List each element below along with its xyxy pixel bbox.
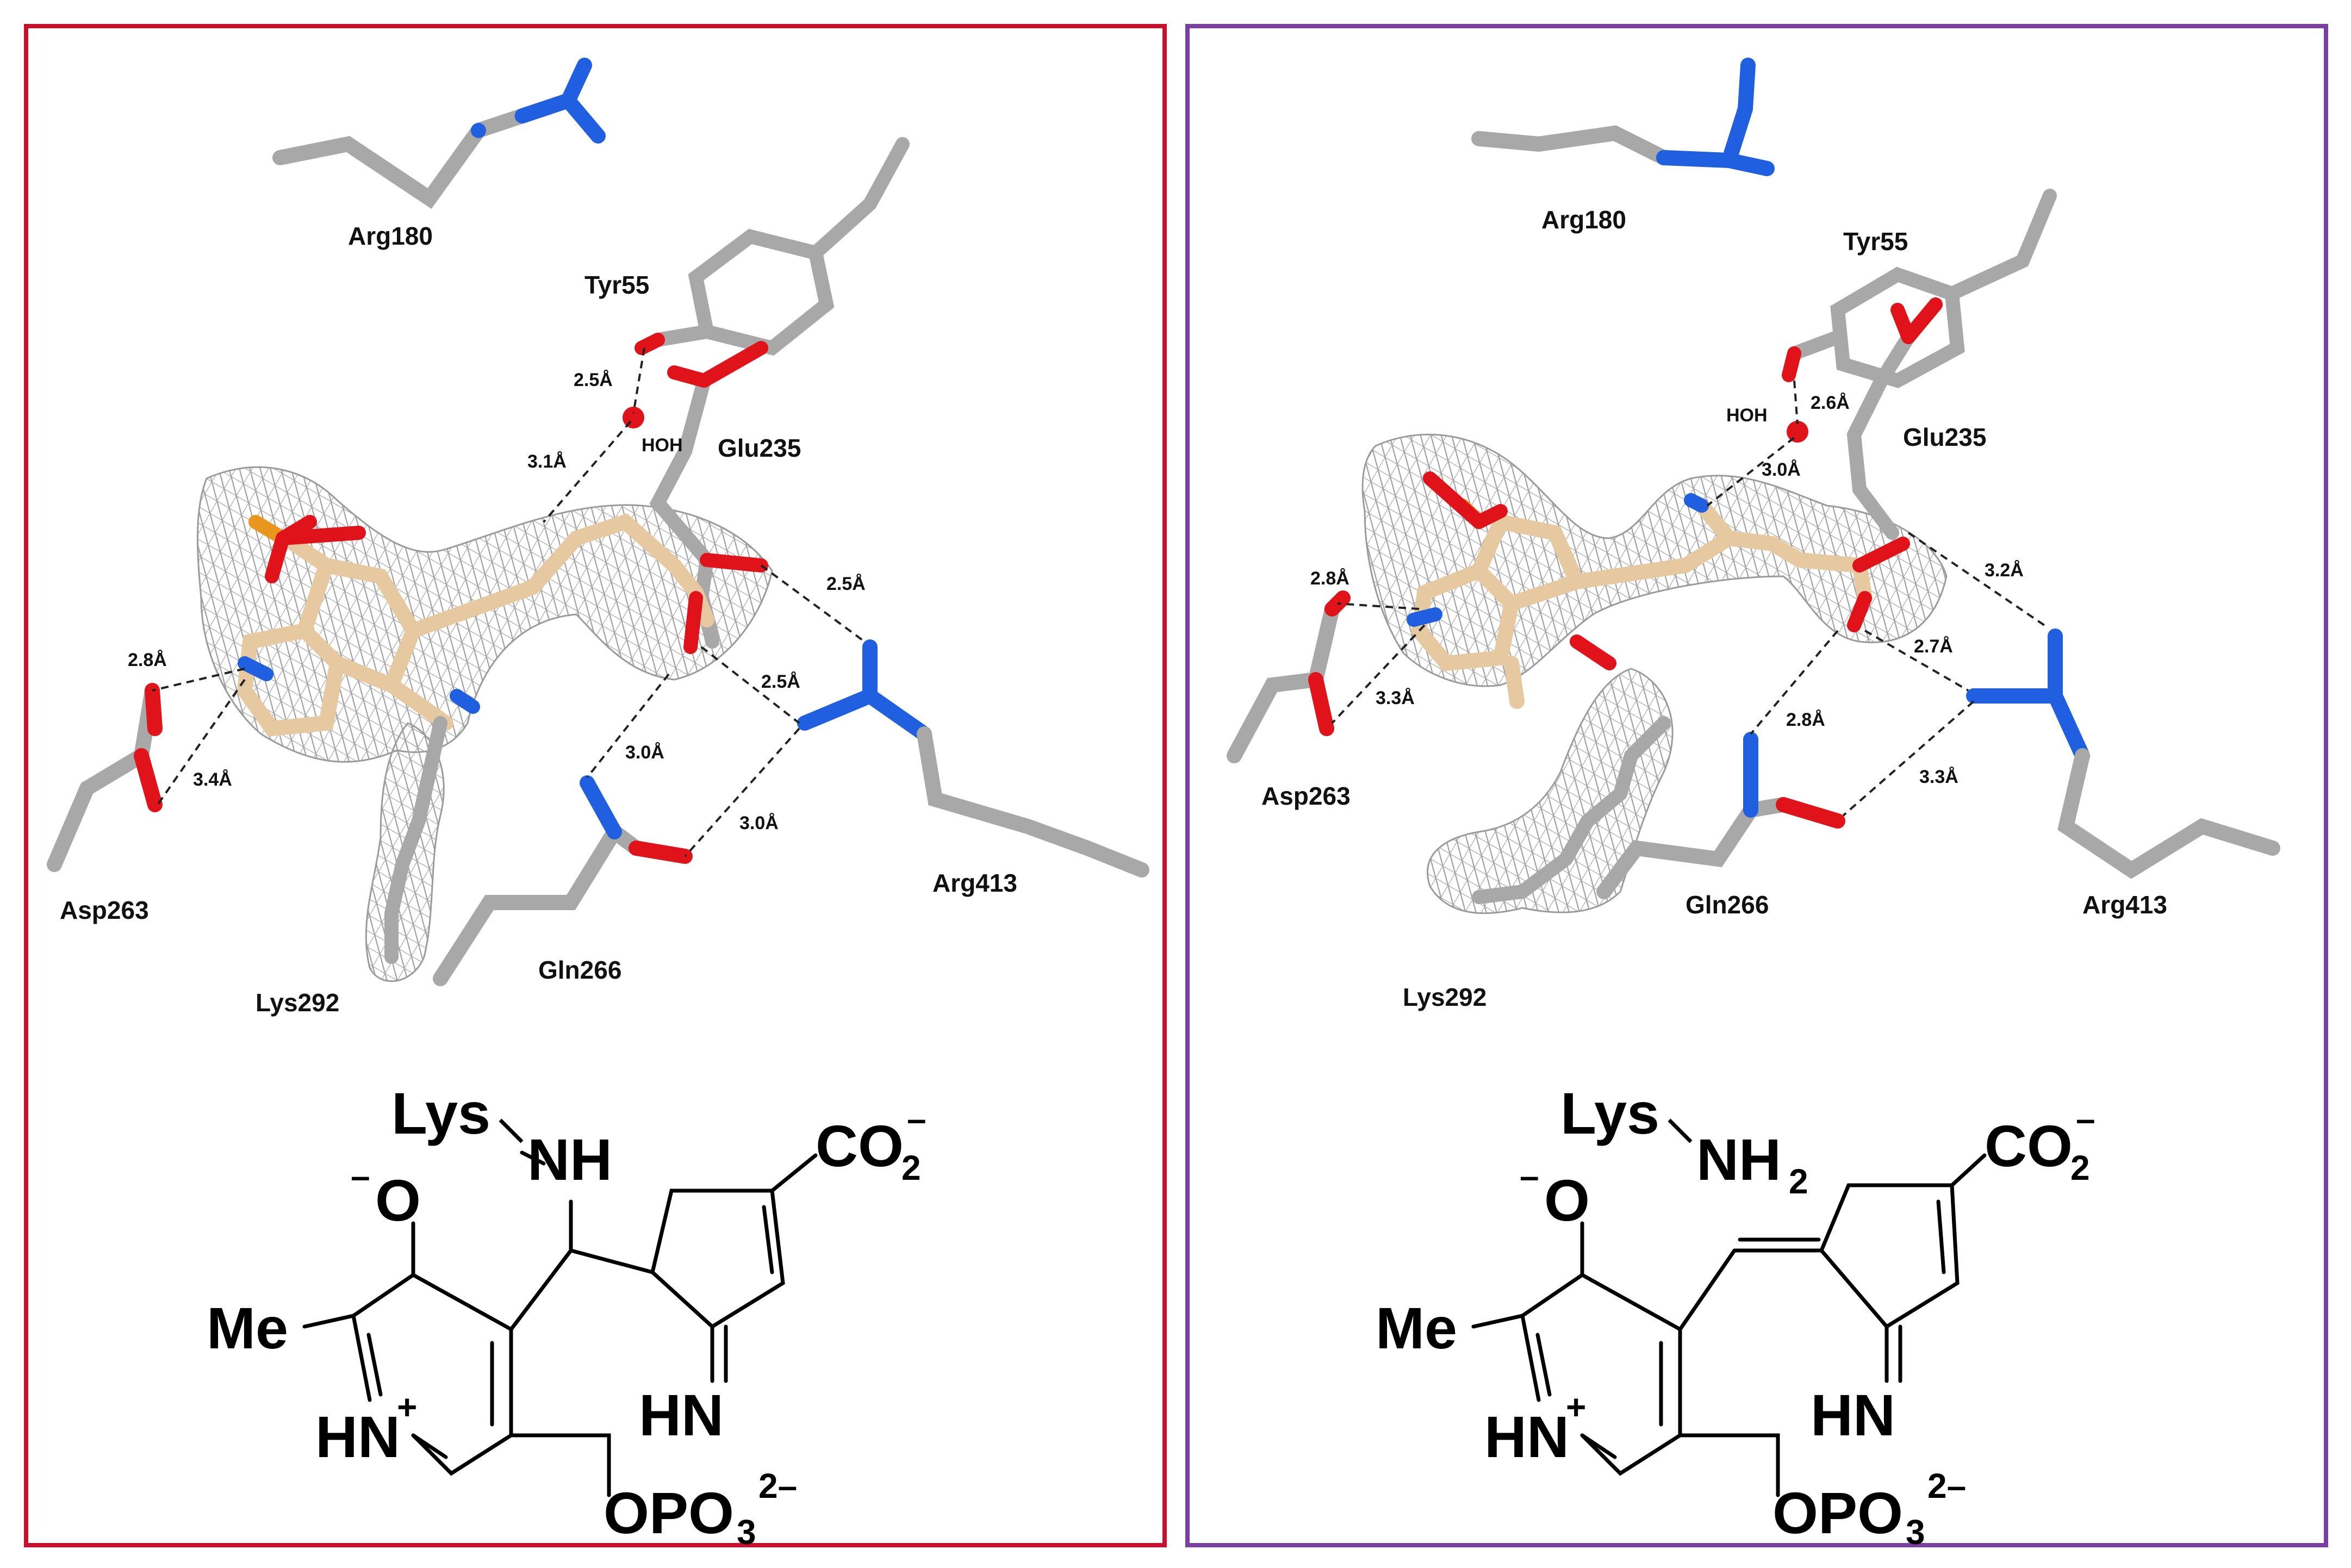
left-label-glu235: Glu235 bbox=[718, 434, 801, 462]
right-asp263-sticks bbox=[1227, 590, 1351, 763]
left-chem-opo3-charge: 2– bbox=[758, 1466, 797, 1505]
left-chem-lys: Lys bbox=[391, 1080, 490, 1146]
right-dist-asp-a: 2.8Å bbox=[1310, 568, 1349, 589]
left-dist-tyr-hoh: 2.5Å bbox=[574, 370, 613, 390]
right-chem-o: O bbox=[1544, 1167, 1590, 1233]
right-dist-tyr-hoh: 2.6Å bbox=[1811, 393, 1850, 413]
right-arg180-sticks bbox=[1471, 58, 1775, 176]
right-chem-co2-sub: 2 bbox=[2070, 1148, 2090, 1187]
left-label-asp263: Asp263 bbox=[60, 896, 149, 924]
left-stick-model bbox=[47, 58, 1149, 986]
right-structure-bonds bbox=[1471, 1153, 1987, 1497]
right-label-arg180: Arg180 bbox=[1541, 206, 1626, 234]
left-dist-asp-b: 3.4Å bbox=[193, 769, 232, 790]
right-chem-co2-charge: – bbox=[2076, 1099, 2095, 1138]
right-water-oxygen bbox=[1787, 421, 1808, 443]
right-chem-opo3-charge: 2– bbox=[1927, 1466, 1966, 1505]
left-chem-nh: NH bbox=[527, 1127, 612, 1192]
left-chem-plus: + bbox=[397, 1387, 417, 1427]
right-glu235-sticks bbox=[1846, 297, 1943, 540]
left-asp263-sticks bbox=[47, 683, 163, 872]
right-label-gln266: Gln266 bbox=[1685, 891, 1769, 919]
left-chem-o: O bbox=[375, 1167, 421, 1233]
right-dist-glu-arg: 3.2Å bbox=[1985, 560, 2024, 581]
right-chem-hn-imine: HN bbox=[1811, 1382, 1895, 1448]
left-distance-labels: 2.5Å 3.1Å 2.8Å 3.4Å 2.5Å 2.5Å 3.0Å 3.0Å bbox=[128, 370, 866, 833]
left-hydrogen-bonds bbox=[152, 347, 866, 857]
left-ligand-sticks bbox=[237, 513, 714, 737]
right-chem-o-charge: – bbox=[1520, 1156, 1539, 1196]
left-dist-carboxylate-arg: 2.5Å bbox=[761, 671, 800, 692]
left-label-tyr55: Tyr55 bbox=[584, 271, 649, 299]
right-tyr55-sticks bbox=[1782, 189, 2057, 389]
right-dist-gln-a: 2.8Å bbox=[1786, 710, 1825, 730]
right-label-arg413: Arg413 bbox=[2082, 891, 2167, 919]
left-chem-me: Me bbox=[207, 1295, 288, 1361]
right-hydrogen-bonds bbox=[1331, 380, 2045, 817]
right-chem-nh2-sub: 2 bbox=[1789, 1162, 1808, 1201]
left-label-lys292: Lys292 bbox=[256, 988, 339, 1017]
left-chem-opo3: OPO bbox=[604, 1480, 734, 1546]
right-chem-co2: CO bbox=[1985, 1113, 2073, 1179]
left-chem-co2: CO bbox=[816, 1113, 904, 1179]
right-residue-labels: Arg180 Tyr55 Glu235 HOH Asp263 Lys292 Gl… bbox=[1261, 206, 2167, 1011]
right-panel: Arg180 Tyr55 Glu235 HOH Asp263 Lys292 Gl… bbox=[1185, 24, 2328, 1552]
right-panel-frame bbox=[1185, 24, 2328, 1547]
left-chem-o-charge: – bbox=[351, 1156, 370, 1196]
left-chem-co2-charge: – bbox=[907, 1099, 926, 1138]
left-ligand-heteroatoms bbox=[238, 515, 768, 714]
right-label-hoh: HOH bbox=[1726, 405, 1768, 426]
left-water-oxygen bbox=[623, 407, 644, 428]
left-label-arg413: Arg413 bbox=[932, 869, 1017, 897]
left-gln266-sticks bbox=[433, 775, 693, 986]
left-arg413-sticks bbox=[797, 639, 1149, 878]
right-arg413-sticks bbox=[1966, 629, 2280, 879]
right-dist-asp-b: 3.3Å bbox=[1376, 688, 1415, 708]
right-chem-lys-bond bbox=[1668, 1118, 1693, 1143]
left-label-arg180: Arg180 bbox=[348, 222, 433, 250]
left-arg180-sticks bbox=[272, 58, 606, 209]
left-lys292-sticks bbox=[384, 716, 447, 964]
left-dist-gln-a: 3.0Å bbox=[625, 742, 664, 763]
right-label-glu235: Glu235 bbox=[1903, 423, 1986, 451]
left-panel-frame bbox=[24, 24, 1167, 1547]
left-dist-gln-b: 3.0Å bbox=[739, 813, 779, 833]
right-dist-gln-b: 3.3Å bbox=[1919, 767, 1958, 787]
right-chem-lys: Lys bbox=[1560, 1080, 1659, 1146]
left-dist-glu-arg: 2.5Å bbox=[826, 574, 866, 594]
right-chem-opo3-sub: 3 bbox=[1906, 1513, 1925, 1552]
right-dist-carboxylate-arg: 2.7Å bbox=[1914, 636, 1953, 657]
right-label-asp263: Asp263 bbox=[1261, 782, 1351, 810]
right-chem-plus: + bbox=[1566, 1387, 1586, 1427]
left-panel: Arg180 Tyr55 Glu235 HOH Asp263 Lys292 Gl… bbox=[24, 24, 1167, 1552]
right-chem-me: Me bbox=[1376, 1295, 1457, 1361]
right-electron-density-mesh bbox=[1361, 433, 1948, 914]
right-distance-labels: 2.6Å 3.0Å 2.8Å 3.3Å 3.2Å 2.7Å 2.8Å 3.3Å bbox=[1310, 393, 2024, 787]
right-chem-nh2: NH bbox=[1696, 1127, 1781, 1192]
right-lys292-sticks bbox=[1472, 716, 1671, 904]
right-stick-model bbox=[1227, 58, 2280, 904]
right-chemical-structure: Lys NH 2 – O CO 2 – Me HN + HN OPO 3 2– bbox=[1376, 1080, 2095, 1552]
left-chem-lys-bond bbox=[499, 1118, 524, 1143]
right-chem-opo3: OPO bbox=[1772, 1480, 1903, 1546]
left-chem-co2-sub: 2 bbox=[901, 1148, 921, 1187]
left-label-gln266: Gln266 bbox=[538, 956, 621, 984]
left-structure-bonds bbox=[302, 1150, 818, 1497]
left-dist-hoh-ligand: 3.1Å bbox=[527, 451, 567, 472]
right-dist-hoh-ligand: 3.0Å bbox=[1762, 459, 1801, 480]
left-tyr55-sticks bbox=[635, 137, 910, 356]
right-chem-hn-plus: HN bbox=[1484, 1404, 1569, 1470]
left-chemical-structure: Lys NH – O CO 2 – Me HN + HN OPO 3 2– bbox=[207, 1080, 926, 1552]
left-chem-hn-plus: HN bbox=[315, 1404, 400, 1470]
left-label-hoh: HOH bbox=[642, 435, 683, 456]
left-residue-labels: Arg180 Tyr55 Glu235 HOH Asp263 Lys292 Gl… bbox=[60, 222, 1017, 1017]
left-dist-asp-a: 2.8Å bbox=[128, 650, 167, 670]
left-chem-hn-imine: HN bbox=[639, 1382, 724, 1448]
right-label-tyr55: Tyr55 bbox=[1843, 227, 1908, 256]
right-gln266-sticks bbox=[1596, 732, 1845, 899]
left-chem-opo3-sub: 3 bbox=[737, 1513, 756, 1552]
right-label-lys292: Lys292 bbox=[1403, 983, 1487, 1011]
right-ligand-heteroatoms bbox=[1407, 471, 1910, 670]
